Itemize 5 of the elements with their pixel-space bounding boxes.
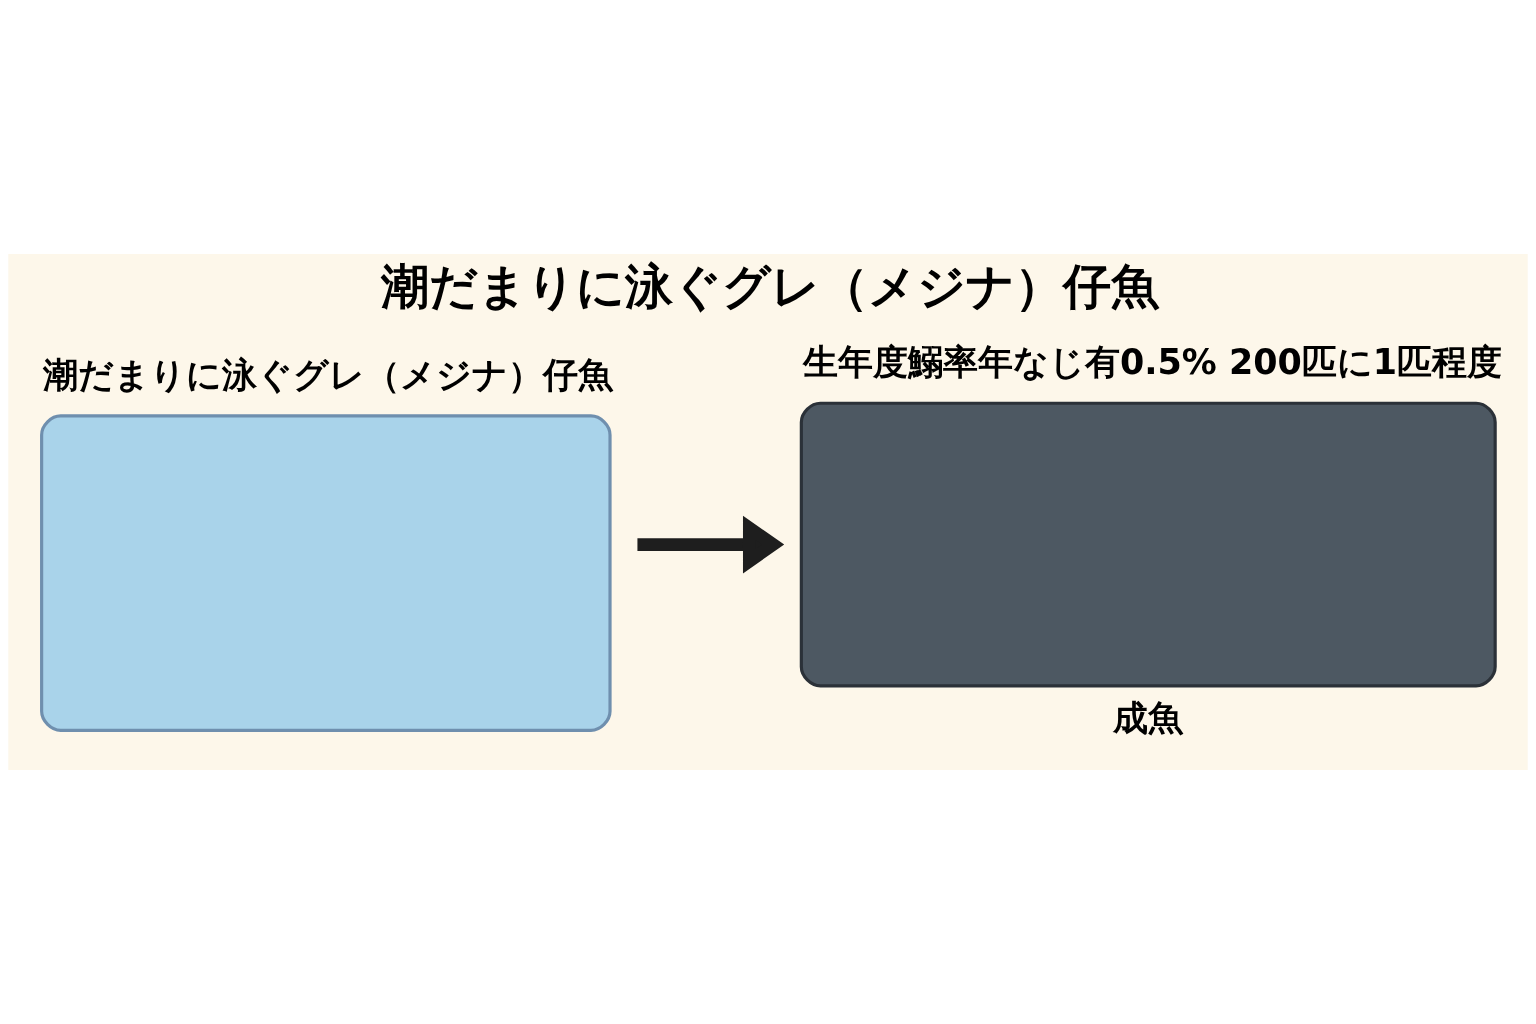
node-label: 潮だまりに泳ぐグレ（メジナ）仔魚 (43, 354, 614, 395)
node-label: 生年度鰯率年なじ有0.5% 200匹に1匹程度 (802, 342, 1503, 383)
arrow (637, 515, 785, 574)
diagram-title: 潮だまりに泳ぐグレ（メジナ）仔魚 (380, 259, 1159, 315)
node-label: 成魚 (1113, 697, 1184, 738)
